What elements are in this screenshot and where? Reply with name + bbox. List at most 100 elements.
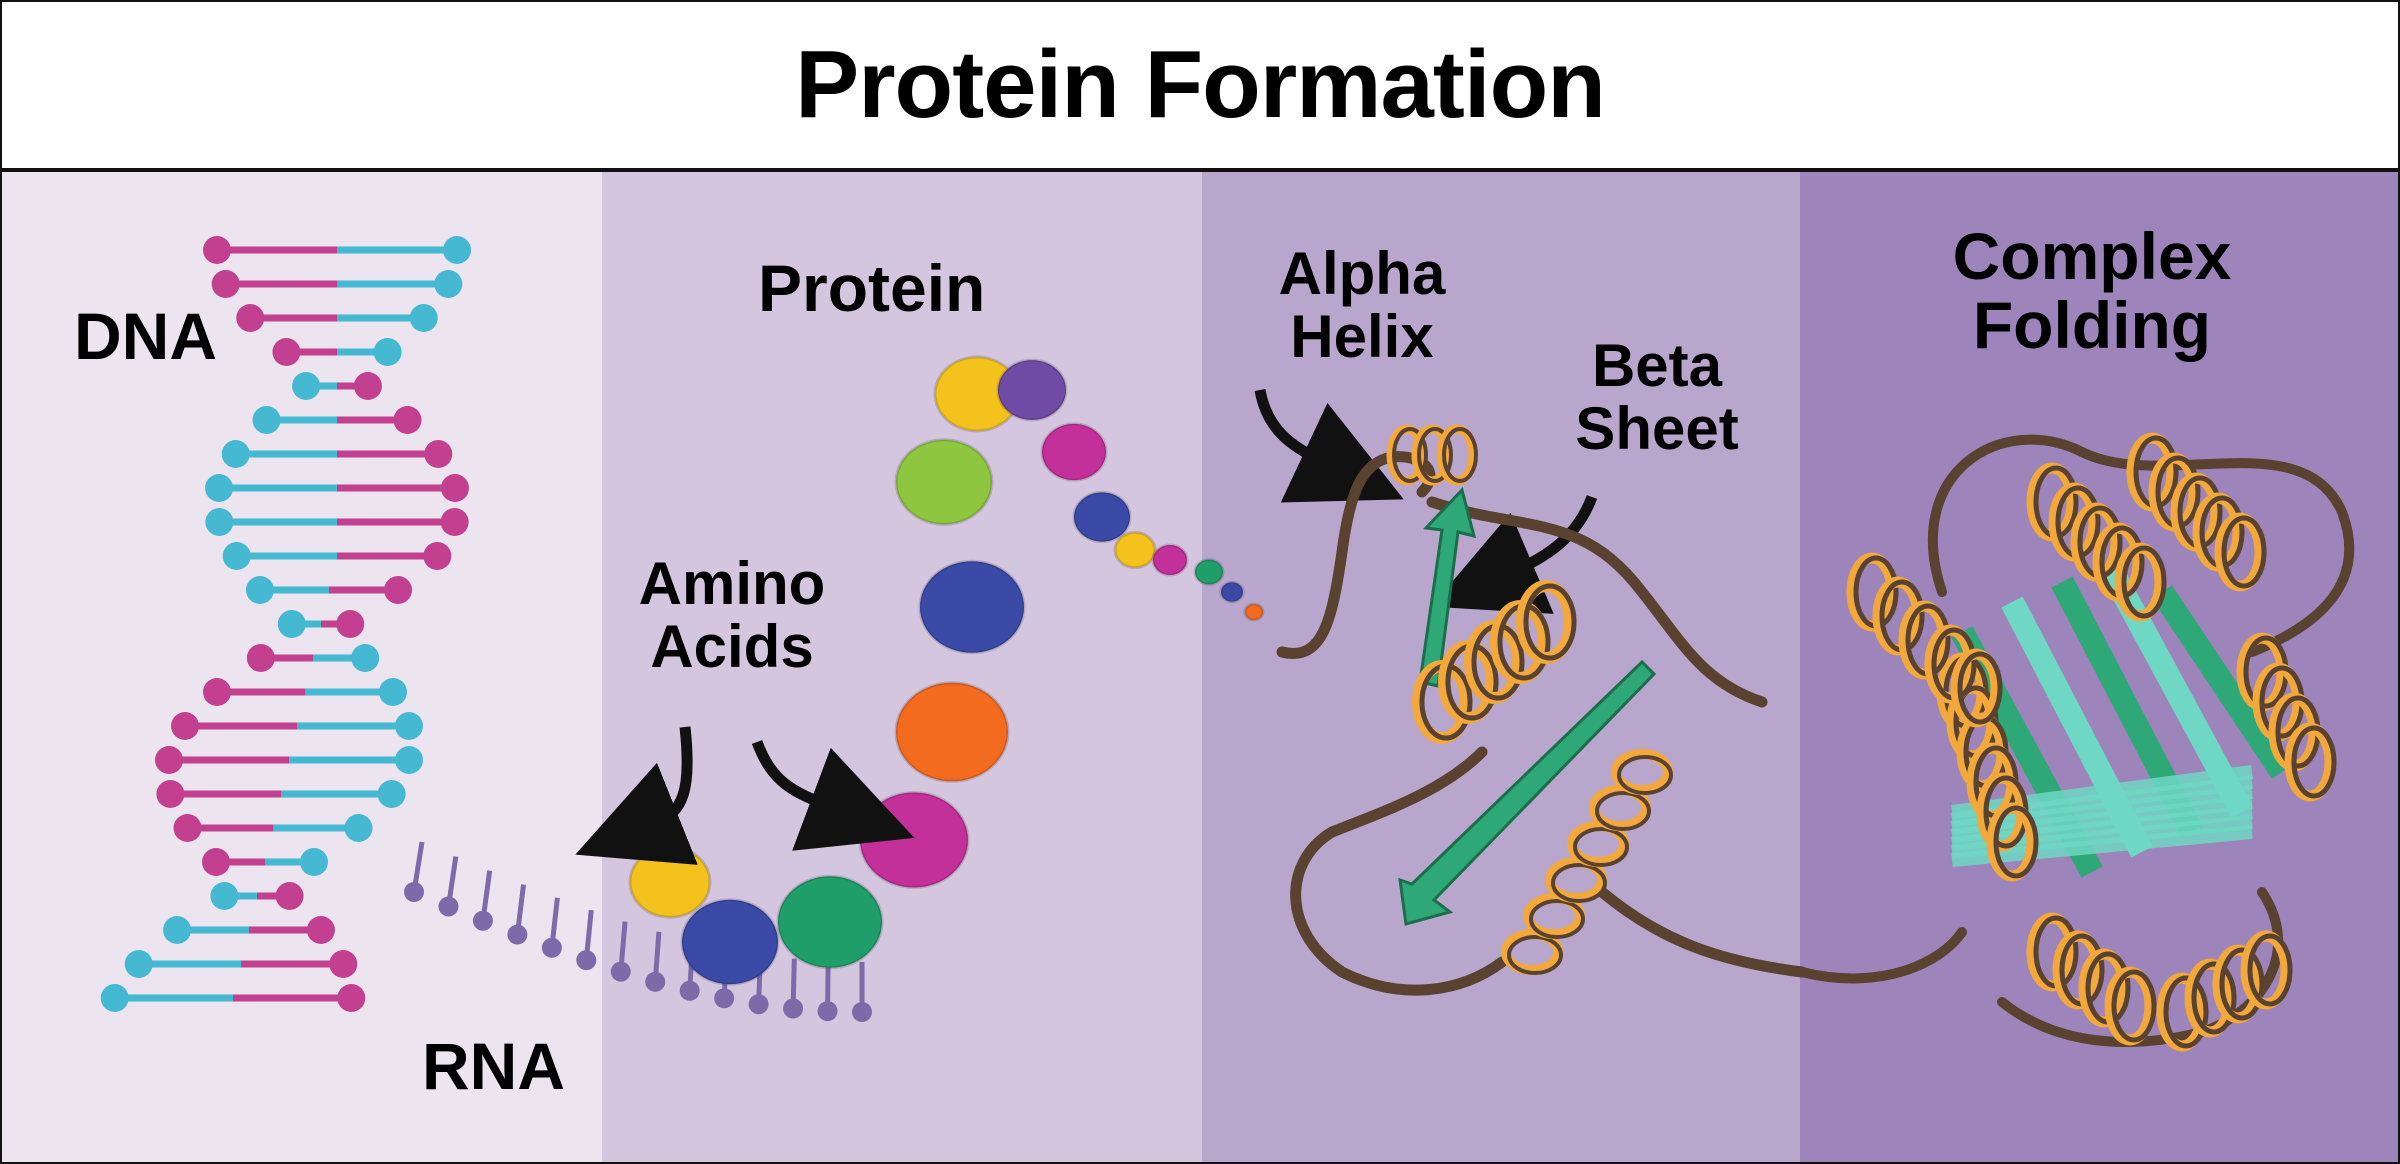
complex-helix-turn-shade (1957, 651, 2003, 725)
dna-nucleotide (203, 236, 231, 264)
amino-acid-bead (1113, 530, 1157, 570)
alpha-helix-coil (1386, 424, 1673, 975)
dna-nucleotide (424, 440, 453, 468)
helix-turn-front (1545, 857, 1607, 903)
rna-nucleotide (852, 1002, 872, 1022)
helix-turn-back (1573, 827, 1629, 867)
amino-acid-bead (680, 898, 780, 986)
label-alpha-helix: Alpha Helix (1278, 240, 1446, 370)
dna-nucleotide (353, 372, 382, 400)
dna-nucleotide (336, 610, 365, 638)
amino-acid-bead (628, 845, 712, 919)
dna-nucleotide (205, 474, 234, 502)
arrows (575, 388, 1598, 865)
amino-acid-bead (894, 438, 994, 526)
rna-nucleotide (472, 910, 493, 931)
helix-turn-back (1392, 427, 1428, 483)
rna-nucleotide (714, 988, 735, 1009)
complex-folded-protein (1797, 432, 2354, 1052)
arrow-amino-acids-right (751, 740, 915, 851)
rna-nucleotide (404, 882, 424, 902)
helix-turn-front (1611, 749, 1673, 795)
complex-helix-turn-shade (2219, 947, 2265, 1021)
label-beta-sheet: Beta Sheet (1575, 332, 1739, 462)
illustration (100, 236, 2354, 1052)
dna-nucleotide (246, 644, 275, 672)
amino-acid-chain (628, 355, 1265, 986)
helix-turn-front (1501, 929, 1563, 975)
dna-nucleotide (202, 848, 231, 876)
dna-nucleotide (292, 372, 321, 400)
rna-nucleotide (817, 1001, 838, 1022)
dna-nucleotide (272, 338, 301, 366)
dna-nucleotide (329, 950, 358, 978)
dna-nucleotide (100, 984, 129, 1012)
dna-nucleotide (211, 270, 240, 298)
dna-nucleotide (384, 576, 413, 604)
panels: DNA RNA Protein Amino Acids Alpha Helix … (2, 172, 2398, 1162)
complex-helix-turn-shade (2163, 975, 2209, 1049)
complex-helix-turn-shade (2221, 515, 2267, 589)
dna-nucleotide (306, 916, 335, 944)
rna-nucleotide (679, 980, 700, 1001)
rna-nucleotide (576, 950, 597, 971)
rna-nucleotide (783, 998, 804, 1019)
dna-nucleotide (377, 780, 406, 808)
dna-nucleotide (440, 508, 469, 536)
dna-nucleotide (393, 406, 422, 434)
complex-helix-turn-shade (2247, 933, 2293, 1007)
dna-nucleotide (277, 610, 306, 638)
amino-acid-bead (894, 681, 1010, 783)
rna-nucleotide (645, 971, 666, 992)
amino-acid-bead (1219, 580, 1245, 604)
dna-nucleotide (394, 712, 423, 740)
complex-helix-turn-shade (1993, 805, 2039, 879)
rna-nucleotide (748, 994, 769, 1015)
complex-beta-strand (1951, 795, 2253, 843)
dna-nucleotide (299, 848, 328, 876)
label-complex-folding: Complex Folding (1952, 219, 2232, 363)
dna-nucleotide (275, 882, 304, 910)
dna-nucleotide (156, 780, 185, 808)
dna-nucleotide (173, 814, 202, 842)
rna-nucleotide (438, 896, 459, 917)
dna-nucleotide (337, 984, 366, 1012)
helix-turn-back (1417, 427, 1453, 483)
dna-nucleotide (221, 440, 250, 468)
dna-nucleotide (443, 236, 471, 264)
dna-nucleotide (171, 712, 200, 740)
dna-nucleotide (124, 950, 153, 978)
dna-nucleotide (423, 542, 452, 570)
amino-acid-bead (1072, 490, 1132, 544)
dna-nucleotide (440, 474, 469, 502)
helix-turn-back (1529, 899, 1585, 939)
complex-helix-turn-shade (2191, 961, 2237, 1035)
dna-nucleotide (409, 304, 438, 332)
label-amino-acids: Amino Acids (638, 550, 826, 680)
dna-nucleotide (394, 746, 423, 774)
dna-nucleotide (236, 304, 265, 332)
panel-protein (602, 172, 1202, 1162)
rna-nucleotide (541, 937, 562, 958)
dna-nucleotide (434, 270, 463, 298)
helix-turn-back (1442, 427, 1478, 483)
helix-turn-front (1589, 785, 1651, 831)
protein-backbone-loop (1276, 451, 1808, 996)
complex-helix-turn-shade (2111, 969, 2157, 1043)
arrow-beta-sheet (1431, 494, 1598, 614)
amino-acid-bead (996, 358, 1068, 422)
dna-nucleotide (378, 678, 407, 706)
rna-nucleotide (507, 924, 528, 945)
amino-acid-bead (776, 874, 884, 970)
dna-nucleotide (163, 916, 192, 944)
dna-nucleotide (245, 576, 274, 604)
beta-strand-diagonal (1398, 659, 1657, 926)
label-dna: DNA (74, 299, 217, 373)
complex-beta-strand (1951, 805, 2253, 851)
amino-acid-bead (1193, 558, 1225, 586)
dna-nucleotide (252, 406, 281, 434)
complex-beta-strand (1951, 825, 2253, 867)
arrow-alpha-helix (1254, 388, 1404, 503)
dna-nucleotide (155, 746, 184, 774)
